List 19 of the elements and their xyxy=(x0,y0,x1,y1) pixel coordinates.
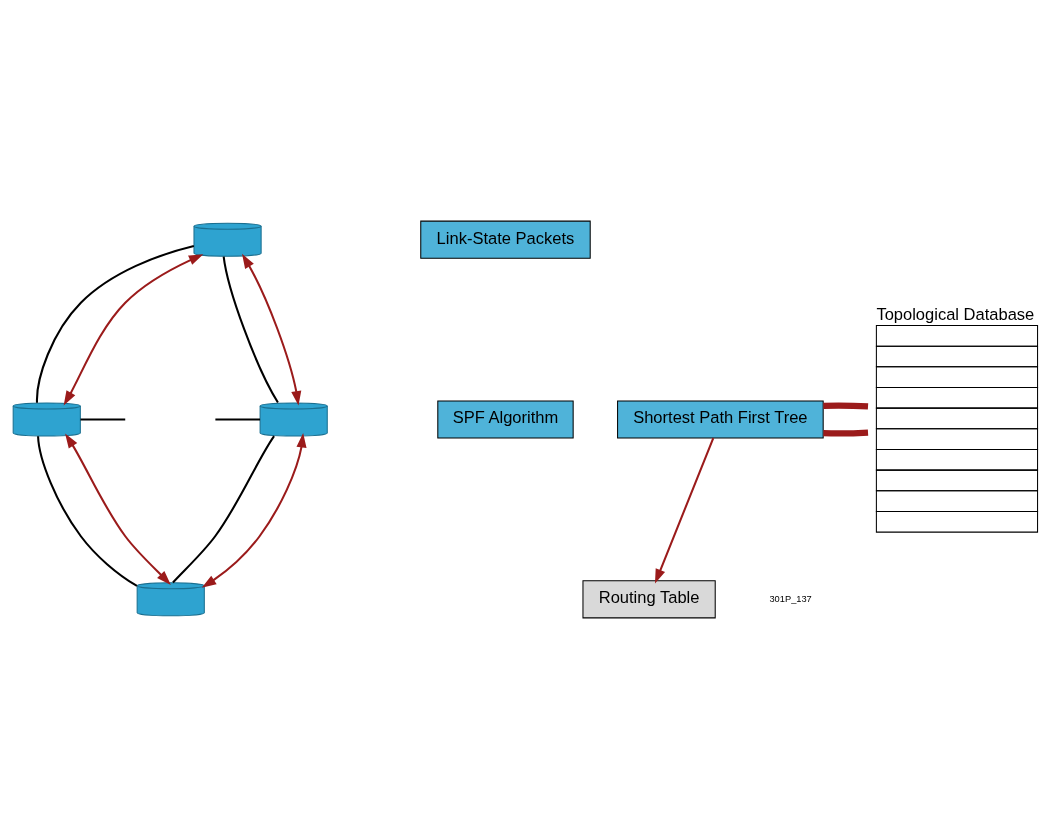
connector xyxy=(172,435,275,583)
arrow xyxy=(65,433,171,585)
connector xyxy=(37,435,138,587)
arrow xyxy=(242,253,302,406)
node-box: SPF Algorithm xyxy=(437,399,574,439)
node-box: Shortest Path First Tree xyxy=(617,399,824,439)
arrow xyxy=(655,437,715,584)
connector xyxy=(823,401,869,409)
arrow xyxy=(201,432,307,588)
arrow xyxy=(63,253,204,405)
node-label: Topological Database xyxy=(876,304,1035,324)
connector xyxy=(80,417,126,421)
connector xyxy=(823,429,869,437)
connector xyxy=(215,417,261,421)
connector xyxy=(35,244,195,403)
node-box: Link-State Packets xyxy=(420,220,591,259)
connector xyxy=(222,255,279,403)
node-box: Routing Table xyxy=(582,579,716,618)
label: 301P_137 xyxy=(769,593,812,604)
